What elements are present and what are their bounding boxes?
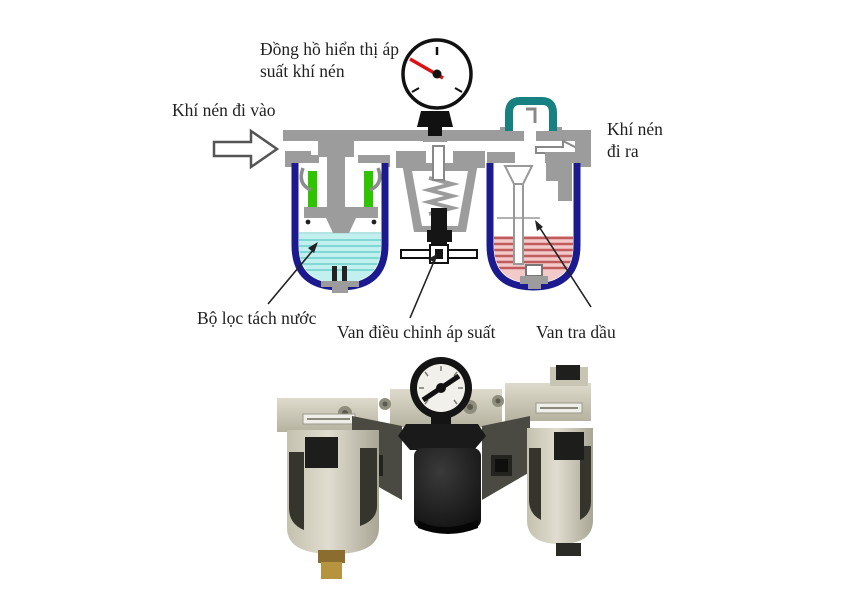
filter-label: Bộ lọc tách nước [197, 308, 317, 328]
inlet-arrow [212, 128, 280, 170]
callout-lines [267, 224, 592, 319]
oil-stripes [494, 236, 573, 270]
oil-fill-cap [500, 97, 562, 141]
lubricator-label: Van tra dầu [536, 322, 616, 342]
regulator-spring [421, 176, 460, 216]
outlet-label: Khí nén đi ra [607, 119, 663, 161]
gauge-label: Đồng hồ hiển thị áp suất khí nén [260, 39, 400, 81]
filter-element [308, 171, 373, 211]
photo-lubricator-bowl [527, 428, 593, 556]
photo-filter-bowl [287, 430, 379, 579]
lubricator-drain [520, 264, 548, 289]
photo-lubricator-head [505, 383, 591, 421]
filter-unit [291, 141, 390, 293]
pressure-gauge [401, 38, 473, 110]
regulator-unit [396, 111, 485, 264]
inlet-label: Khí nén đi vào [172, 100, 276, 120]
photo-regulator-knob [398, 424, 486, 534]
lubricator-unit [486, 97, 591, 291]
drip-tube [497, 165, 540, 265]
photo-lubricator-cap [556, 365, 580, 380]
photo-drain-brass [321, 562, 342, 579]
filter-drain [321, 266, 359, 293]
regulator-label: Van điều chỉnh áp suất [337, 322, 496, 342]
frl-photo [277, 357, 593, 579]
photo-gauge [410, 357, 472, 424]
callout-arrowheads [308, 220, 543, 263]
regulator-handle [400, 244, 478, 264]
